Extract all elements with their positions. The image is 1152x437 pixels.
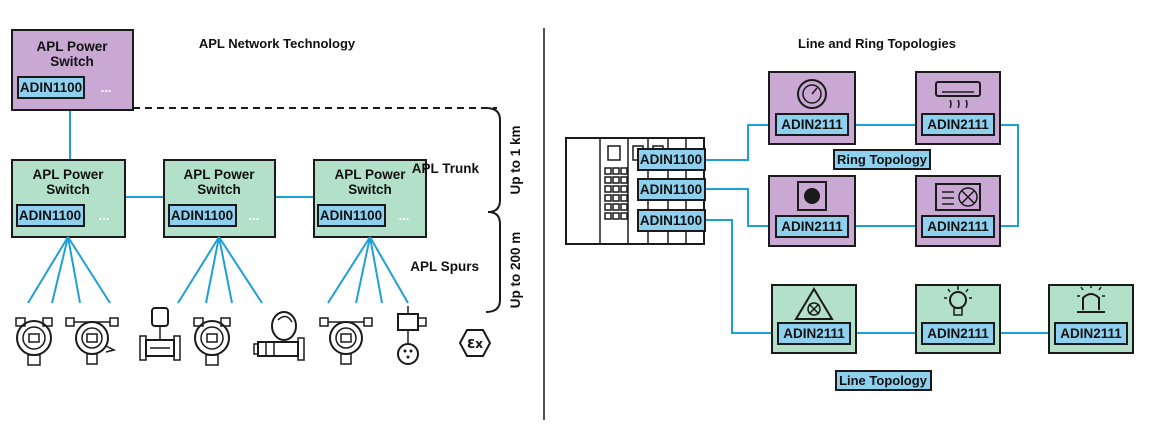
trunk-distance-label: Up to 1 km	[508, 125, 523, 194]
more-ellipsis: ...	[399, 208, 410, 223]
spur-lines-1	[27, 236, 111, 304]
power-switch-1: APL Power Switch ADIN1100 ...	[11, 159, 126, 238]
switch-title: APL Power	[334, 167, 406, 182]
dial-icon	[797, 79, 827, 109]
switch-title: Switch	[46, 182, 90, 197]
pressure-transmitter-icon	[15, 317, 53, 366]
chip-label: ADIN2111	[927, 219, 989, 234]
ring-device-1: ADIN2111	[768, 71, 856, 145]
ring-topology-label: Ring Topology	[837, 152, 928, 167]
controller-port-1: ADIN1100	[637, 148, 706, 171]
line-device-2: ADIN2111	[915, 284, 1001, 354]
pressure-transmitter-icon	[193, 317, 231, 366]
power-switch-2: APL Power Switch ADIN1100 ...	[163, 159, 276, 238]
air-conditioner-icon	[935, 81, 981, 109]
ring-device-3: ADIN2111	[768, 175, 856, 247]
fan-icon	[794, 287, 834, 320]
distance-brace	[485, 107, 501, 313]
switch-title: APL Power	[36, 39, 108, 54]
power-switch-3: APL Power Switch ADIN1100 ...	[313, 159, 427, 238]
line-device-3: ADIN2111	[1048, 284, 1134, 354]
flow-transmitter-icon	[65, 317, 119, 365]
chip-label: ADIN1100	[19, 208, 81, 223]
more-ellipsis: ...	[249, 208, 260, 223]
ex-symbol-text: Ɛx	[467, 337, 483, 351]
chip-label: ADIN2111	[781, 219, 843, 234]
trunk-label: APL Trunk	[412, 161, 480, 176]
left-panel-title: APL Network Technology	[199, 36, 356, 51]
pump-icon	[253, 311, 305, 361]
chip-label: ADIN1100	[171, 208, 233, 223]
switch-title: APL Power	[32, 167, 104, 182]
port-label: ADIN1100	[640, 213, 702, 228]
control-valve-icon	[397, 306, 427, 365]
spur-distance-label: Up to 200 m	[508, 232, 523, 309]
beacon-icon	[1077, 284, 1105, 313]
chip-label: ADIN2111	[927, 117, 989, 132]
chip-label: ADIN2111	[781, 117, 843, 132]
pressure-transmitter-icon	[319, 317, 373, 365]
chip-label: ADIN1100	[20, 80, 82, 95]
right-panel-title: Line and Ring Topologies	[798, 36, 956, 51]
ring-device-2: ADIN2111	[915, 71, 1001, 145]
more-ellipsis: ...	[101, 80, 112, 95]
line-topology-label: Line Topology	[839, 373, 928, 388]
switch-title: Switch	[50, 54, 94, 69]
chip-label: ADIN2111	[927, 326, 989, 341]
line-links	[705, 219, 1055, 334]
ring-topology-tag: Ring Topology	[833, 149, 931, 170]
switch-title: Switch	[348, 182, 392, 197]
ring-links	[705, 124, 1019, 227]
more-ellipsis: ...	[99, 208, 110, 223]
ex-hazard-icon: Ɛx	[458, 329, 492, 357]
chip-label: ADIN2111	[1060, 326, 1122, 341]
ring-device-4: ADIN2111	[915, 175, 1001, 247]
port-label: ADIN1100	[640, 182, 702, 197]
power-switch-top: APL Power Switch ADIN1100 ...	[11, 29, 134, 111]
line-device-1: ADIN2111	[771, 284, 857, 354]
port-label: ADIN1100	[640, 152, 702, 167]
spurs-label: APL Spurs	[410, 259, 479, 274]
thermostat-icon	[797, 181, 827, 211]
controller-port-2: ADIN1100	[637, 178, 706, 201]
switch-title: APL Power	[183, 167, 255, 182]
fan-unit-icon	[935, 183, 981, 211]
chip-label: ADIN1100	[320, 208, 382, 223]
spur-lines-2	[177, 236, 263, 304]
flowmeter-icon	[139, 307, 181, 361]
light-bulb-icon	[944, 286, 972, 316]
controller-port-3: ADIN1100	[637, 209, 706, 232]
chip-label: ADIN2111	[783, 326, 845, 341]
spur-lines-3	[327, 236, 409, 304]
line-topology-tag: Line Topology	[835, 370, 932, 391]
switch-title: Switch	[197, 182, 241, 197]
